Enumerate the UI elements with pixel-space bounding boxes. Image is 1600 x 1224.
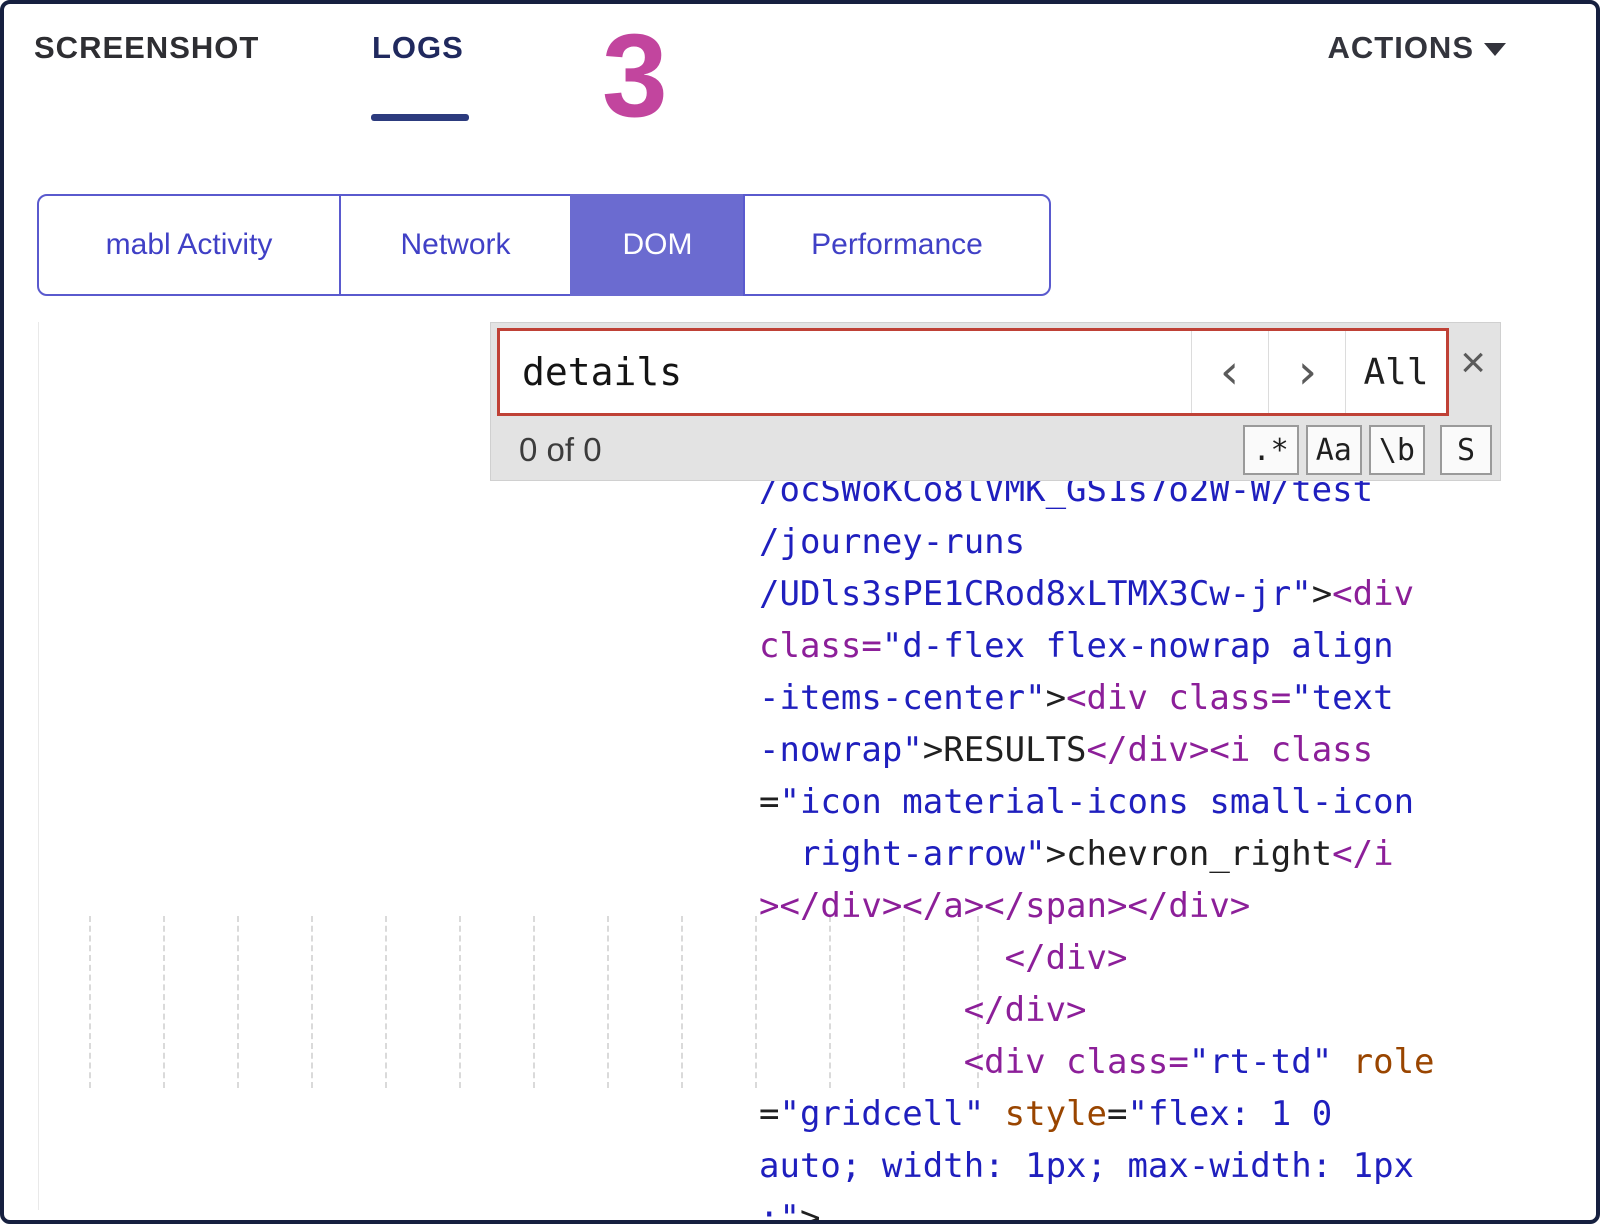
active-tab-underline bbox=[371, 114, 469, 121]
close-icon[interactable]: × bbox=[1460, 338, 1486, 387]
find-query-text[interactable]: details bbox=[522, 350, 683, 394]
dashed-column bbox=[903, 916, 977, 1088]
tab-network[interactable]: Network bbox=[339, 194, 572, 296]
annotation-number: 3 bbox=[602, 10, 668, 142]
dashed-column bbox=[533, 916, 607, 1088]
find-options: .* Aa \b S bbox=[1242, 425, 1492, 475]
code-line: /journey-runs bbox=[759, 522, 1026, 562]
code-line: ></div></a></span></div> bbox=[759, 886, 1251, 926]
match-case-option-button[interactable]: Aa bbox=[1305, 425, 1362, 475]
code-line: right-arrow">chevron_right</i bbox=[759, 834, 1394, 874]
code-line: <div class="rt-td" role bbox=[759, 1042, 1435, 1082]
dashed-column bbox=[385, 916, 459, 1088]
match-count: 0 of 0 bbox=[519, 431, 602, 468]
find-panel: details ‹ › All × 0 of 0 .* Aa \b S bbox=[490, 322, 1501, 481]
chevron-down-icon bbox=[1484, 43, 1506, 57]
tab-logs[interactable]: LOGS bbox=[372, 30, 464, 65]
code-line: ="icon material-icons small-icon bbox=[759, 782, 1415, 822]
code-line: -items-center"><div class="text bbox=[759, 678, 1394, 718]
panel-left-border bbox=[38, 322, 39, 1210]
code-line: ="gridcell" style="flex: 1 0 bbox=[759, 1094, 1333, 1134]
dashed-grid bbox=[89, 916, 1051, 1088]
find-previous-button[interactable]: ‹ bbox=[1191, 331, 1268, 413]
tab-screenshot[interactable]: SCREENSHOT bbox=[34, 30, 260, 65]
code-view: /ocSWoKCo8lVMK_GS1s7o2W-W/test/journey-r… bbox=[759, 464, 1435, 1224]
actions-label: ACTIONS bbox=[1327, 30, 1474, 65]
code-line: -nowrap">RESULTS</div><i class bbox=[759, 730, 1374, 770]
selection-option-button[interactable]: S bbox=[1440, 425, 1492, 475]
code-line: </div> bbox=[759, 990, 1087, 1030]
dashed-column bbox=[237, 916, 311, 1088]
dashed-column bbox=[829, 916, 903, 1088]
dashed-column bbox=[163, 916, 237, 1088]
dashed-column bbox=[977, 916, 1051, 1088]
tab-performance[interactable]: Performance bbox=[743, 194, 1051, 296]
dashed-column bbox=[681, 916, 755, 1088]
dashed-column bbox=[607, 916, 681, 1088]
whole-word-option-button[interactable]: \b bbox=[1368, 425, 1425, 475]
log-tab-bar: mabl Activity Network DOM Performance bbox=[37, 194, 1051, 296]
regex-option-button[interactable]: .* bbox=[1242, 425, 1299, 475]
tab-dom[interactable]: DOM bbox=[570, 194, 745, 296]
actions-menu-button[interactable]: ACTIONS bbox=[1327, 30, 1506, 66]
dashed-column bbox=[89, 916, 163, 1088]
find-input[interactable]: details ‹ › All bbox=[497, 328, 1449, 416]
dashed-column bbox=[311, 916, 385, 1088]
dashed-column bbox=[755, 916, 829, 1088]
find-all-button[interactable]: All bbox=[1345, 331, 1446, 413]
find-next-button[interactable]: › bbox=[1268, 331, 1345, 413]
code-line: </div> bbox=[759, 938, 1128, 978]
code-line: class="d-flex flex-nowrap align bbox=[759, 626, 1394, 666]
dashed-column bbox=[459, 916, 533, 1088]
code-line: auto; width: 1px; max-width: 1px bbox=[759, 1146, 1415, 1186]
tab-mabl-activity[interactable]: mabl Activity bbox=[37, 194, 341, 296]
code-line: ;"> bbox=[759, 1198, 821, 1224]
code-line: /UDls3sPE1CRod8xLTMX3Cw-jr"><div bbox=[759, 574, 1415, 614]
